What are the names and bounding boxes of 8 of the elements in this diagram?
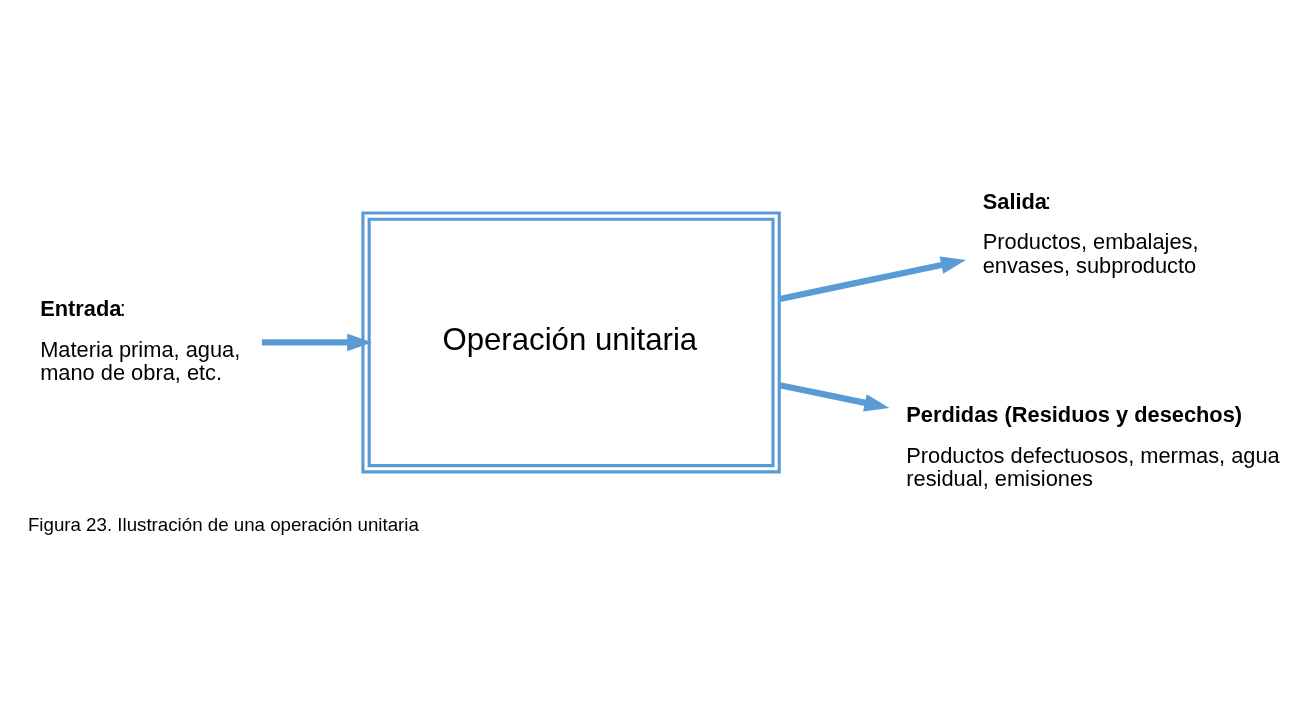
- node-text: Perdidas (Residuos y desechos) Productos defectuosos, mermas, agua residual, emisiones: [906, 402, 1280, 492]
- node-box: Operación unitaria: [361, 211, 781, 474]
- caption: Figura 23. Ilustración de una operación unitaria: [27, 514, 419, 536]
- arrow: [779, 382, 890, 412]
- arrow: [261, 333, 373, 352]
- node-text: Entrada: Materia prima, agua, mano de obra, etc.: [40, 296, 241, 386]
- node-text: Salida: Productos, embalajes, envases, subproducto: [982, 188, 1199, 278]
- arrow: [779, 256, 966, 302]
